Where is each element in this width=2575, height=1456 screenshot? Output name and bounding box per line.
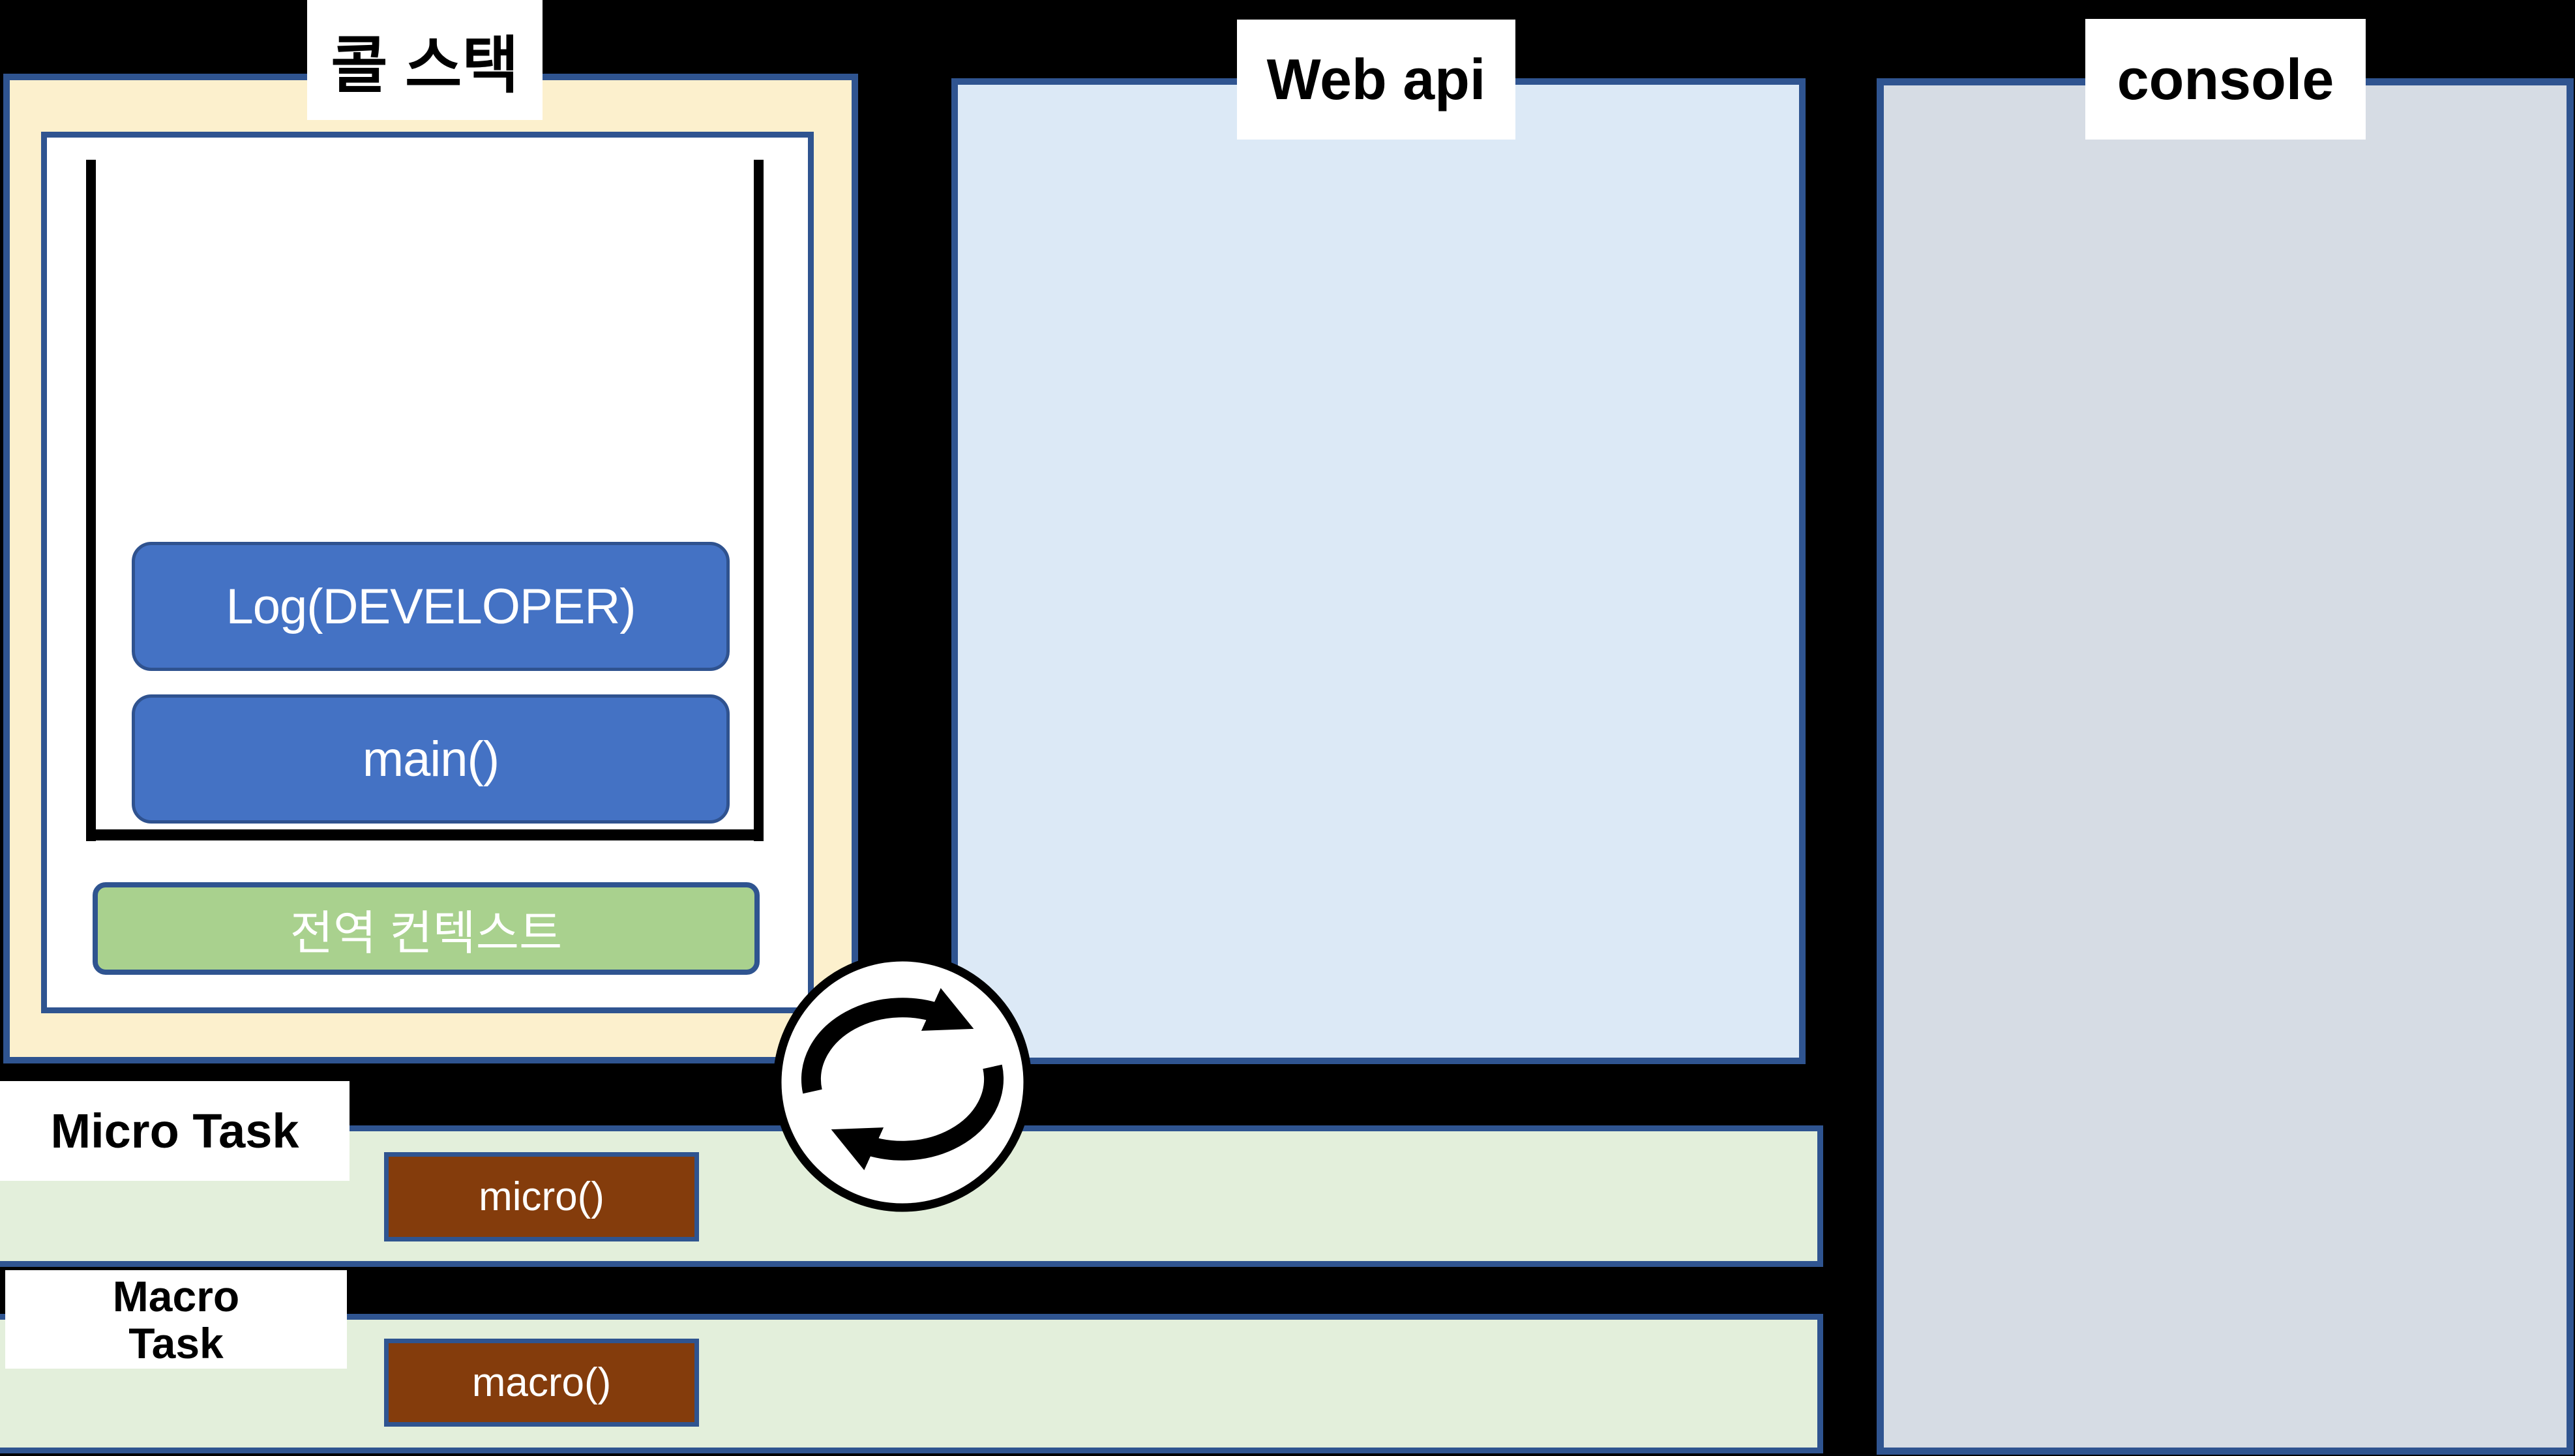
console-title: console bbox=[2117, 46, 2334, 111]
stack-frame-main-label: main() bbox=[362, 731, 499, 787]
call-stack-title: 콜 스택 bbox=[331, 31, 519, 100]
micro-task-title-label: Micro Task bbox=[0, 1081, 350, 1181]
stack-outline-right bbox=[754, 160, 764, 841]
event-loop-cycle-icon bbox=[773, 953, 1032, 1212]
global-context-label: 전역 컨텍스트 bbox=[290, 907, 563, 960]
global-context-box: 전역 컨텍스트 bbox=[93, 882, 760, 975]
micro-task-title: Micro Task bbox=[50, 1104, 299, 1158]
macro-task-item-label: macro() bbox=[471, 1360, 612, 1405]
console-title-label: console bbox=[2085, 19, 2366, 140]
micro-task-item-label: micro() bbox=[479, 1174, 604, 1219]
macro-task-item: macro() bbox=[384, 1339, 699, 1427]
console-panel bbox=[1877, 78, 2574, 1455]
call-stack-title-label: 콜 스택 bbox=[307, 0, 543, 120]
cycle-arrow-bottom bbox=[831, 1064, 1004, 1170]
web-api-panel bbox=[951, 78, 1806, 1064]
stack-frame-log: Log(DEVELOPER) bbox=[132, 542, 730, 671]
stack-frame-log-label: Log(DEVELOPER) bbox=[226, 578, 636, 634]
macro-task-title-label: Macro Task bbox=[5, 1270, 347, 1369]
stack-outline-left bbox=[86, 160, 96, 841]
cycle-arrow-top bbox=[801, 988, 974, 1094]
web-api-title-label: Web api bbox=[1237, 20, 1515, 140]
macro-task-title-line1: Macro bbox=[112, 1271, 240, 1320]
micro-task-item: micro() bbox=[384, 1152, 699, 1241]
web-api-title: Web api bbox=[1266, 47, 1486, 111]
stack-outline-bottom bbox=[86, 829, 764, 840]
macro-task-title-line2: Task bbox=[128, 1318, 224, 1367]
stack-frame-main: main() bbox=[132, 694, 730, 824]
